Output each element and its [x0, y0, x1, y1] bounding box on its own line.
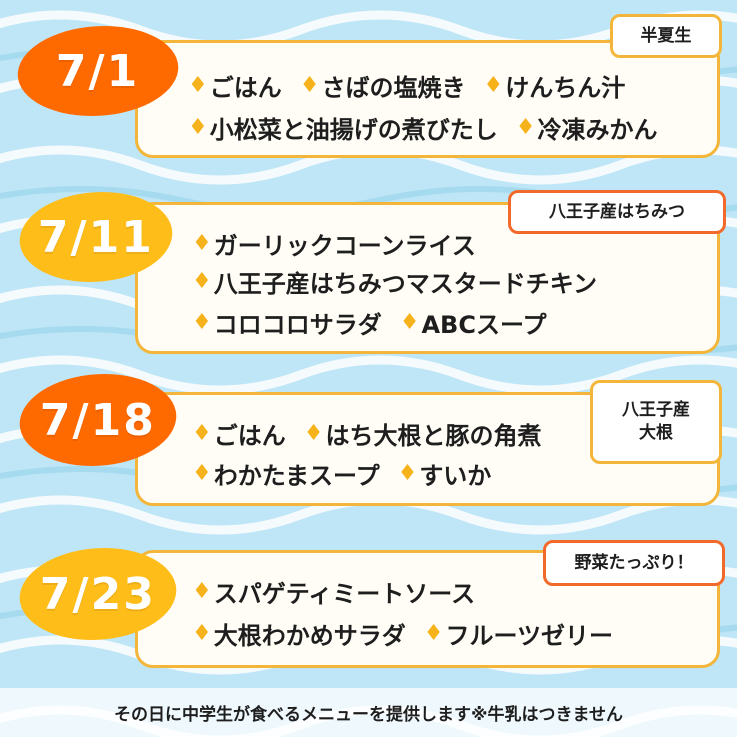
- footer-note: その日に中学生が食べるメニューを提供します※牛乳はつきません: [113, 705, 623, 725]
- menu-line: ♦小松菜と油揚げの煮びたし ♦冷凍みかん: [188, 110, 657, 145]
- diamond-icon: ♦: [188, 73, 208, 98]
- date-label: 7/1: [56, 45, 140, 97]
- menu-line: ♦ガーリックコーンライス: [192, 226, 476, 261]
- menu-item-label: すいか: [419, 462, 492, 490]
- menu-line: ♦わかたまスープ ♦すいか: [192, 456, 491, 491]
- menu-line: ♦大根わかめサラダ ♦フルーツゼリー: [192, 616, 613, 651]
- menu-item-label: ガーリックコーンライス: [213, 232, 476, 260]
- diamond-icon: ♦: [299, 73, 320, 98]
- menu-item: ♦わかたまスープ: [192, 456, 380, 491]
- menu-item-label: ごはん: [213, 422, 286, 450]
- menu-item-label: ABCスープ: [421, 311, 547, 339]
- menu-item: ♦けんちん汁: [483, 68, 625, 103]
- tag-hachioji-honey: 八王子産はちみつ: [508, 190, 726, 234]
- tag-label-line1: 八王子産: [622, 400, 690, 421]
- tag-label: 半夏生: [640, 25, 692, 46]
- menu-item-label: スパゲティミートソース: [213, 580, 476, 608]
- date-label: 7/23: [40, 568, 156, 620]
- menu-line: ♦コロコロサラダ ♦ABCスープ: [192, 305, 547, 340]
- menu-item-label: はち大根と豚の角煮: [325, 422, 542, 450]
- menu-item: ♦八王子産はちみつマスタードチキン: [192, 264, 597, 299]
- diamond-icon: ♦: [397, 461, 418, 486]
- tag-hachioji-daikon: 八王子産 大根: [590, 380, 722, 464]
- diamond-icon: ♦: [192, 421, 212, 446]
- diamond-icon: ♦: [188, 115, 208, 140]
- menu-item-label: フルーツゼリー: [445, 622, 613, 650]
- tag-label: 八王子産はちみつ: [549, 201, 685, 222]
- menu-item-label: さばの塩焼き: [321, 74, 466, 102]
- diamond-icon: ♦: [515, 115, 536, 140]
- diamond-icon: ♦: [192, 310, 212, 335]
- menu-line: ♦ごはん ♦さばの塩焼き ♦けんちん汁: [188, 68, 625, 103]
- menu-item-label: けんちん汁: [505, 74, 626, 102]
- menu-item: ♦はち大根と豚の角煮: [304, 416, 542, 451]
- menu-item-label: わかたまスープ: [213, 462, 380, 490]
- tag-lots-of-vegetables: 野菜たっぷり！: [543, 540, 725, 586]
- menu-item-label: 八王子産はちみつマスタードチキン: [213, 270, 598, 298]
- tag-label: 野菜たっぷり！: [574, 552, 694, 573]
- diamond-icon: ♦: [192, 579, 212, 604]
- menu-item: ♦ABCスープ: [400, 305, 547, 340]
- menu-item: ♦ごはん: [188, 68, 282, 103]
- diamond-icon: ♦: [192, 621, 212, 646]
- menu-item: ♦ごはん: [192, 416, 286, 451]
- menu-item: ♦コロコロサラダ: [192, 305, 382, 340]
- menu-item-label: 大根わかめサラダ: [213, 622, 406, 650]
- menu-item: ♦フルーツゼリー: [424, 616, 613, 651]
- menu-item: ♦冷凍みかん: [516, 110, 658, 145]
- menu-line: ♦ごはん ♦はち大根と豚の角煮: [192, 416, 541, 451]
- menu-item-label: ごはん: [209, 74, 282, 102]
- diamond-icon: ♦: [303, 421, 324, 446]
- menu-item-label: 小松菜と油揚げの煮びたし: [209, 116, 498, 144]
- date-label: 7/11: [38, 211, 154, 263]
- menu-item: ♦スパゲティミートソース: [192, 574, 475, 609]
- diamond-icon: ♦: [399, 310, 420, 335]
- menu-item-label: コロコロサラダ: [213, 311, 382, 339]
- menu-item: ♦すいか: [398, 456, 492, 491]
- menu-line: ♦スパゲティミートソース: [192, 574, 475, 609]
- menu-line: ♦八王子産はちみつマスタードチキン: [192, 264, 597, 299]
- tag-label-line2: 大根: [639, 423, 673, 443]
- diamond-icon: ♦: [192, 231, 212, 256]
- menu-item-label: 冷凍みかん: [537, 116, 658, 144]
- menu-item: ♦大根わかめサラダ: [192, 616, 406, 651]
- tag-hangesho: 半夏生: [610, 14, 722, 58]
- date-label: 7/18: [40, 394, 156, 446]
- diamond-icon: ♦: [483, 73, 504, 98]
- diamond-icon: ♦: [192, 269, 212, 294]
- diamond-icon: ♦: [192, 461, 212, 486]
- menu-item: ♦さばの塩焼き: [300, 68, 466, 103]
- menu-item: ♦ガーリックコーンライス: [192, 226, 476, 261]
- diamond-icon: ♦: [423, 621, 444, 646]
- menu-item: ♦小松菜と油揚げの煮びたし: [188, 110, 498, 145]
